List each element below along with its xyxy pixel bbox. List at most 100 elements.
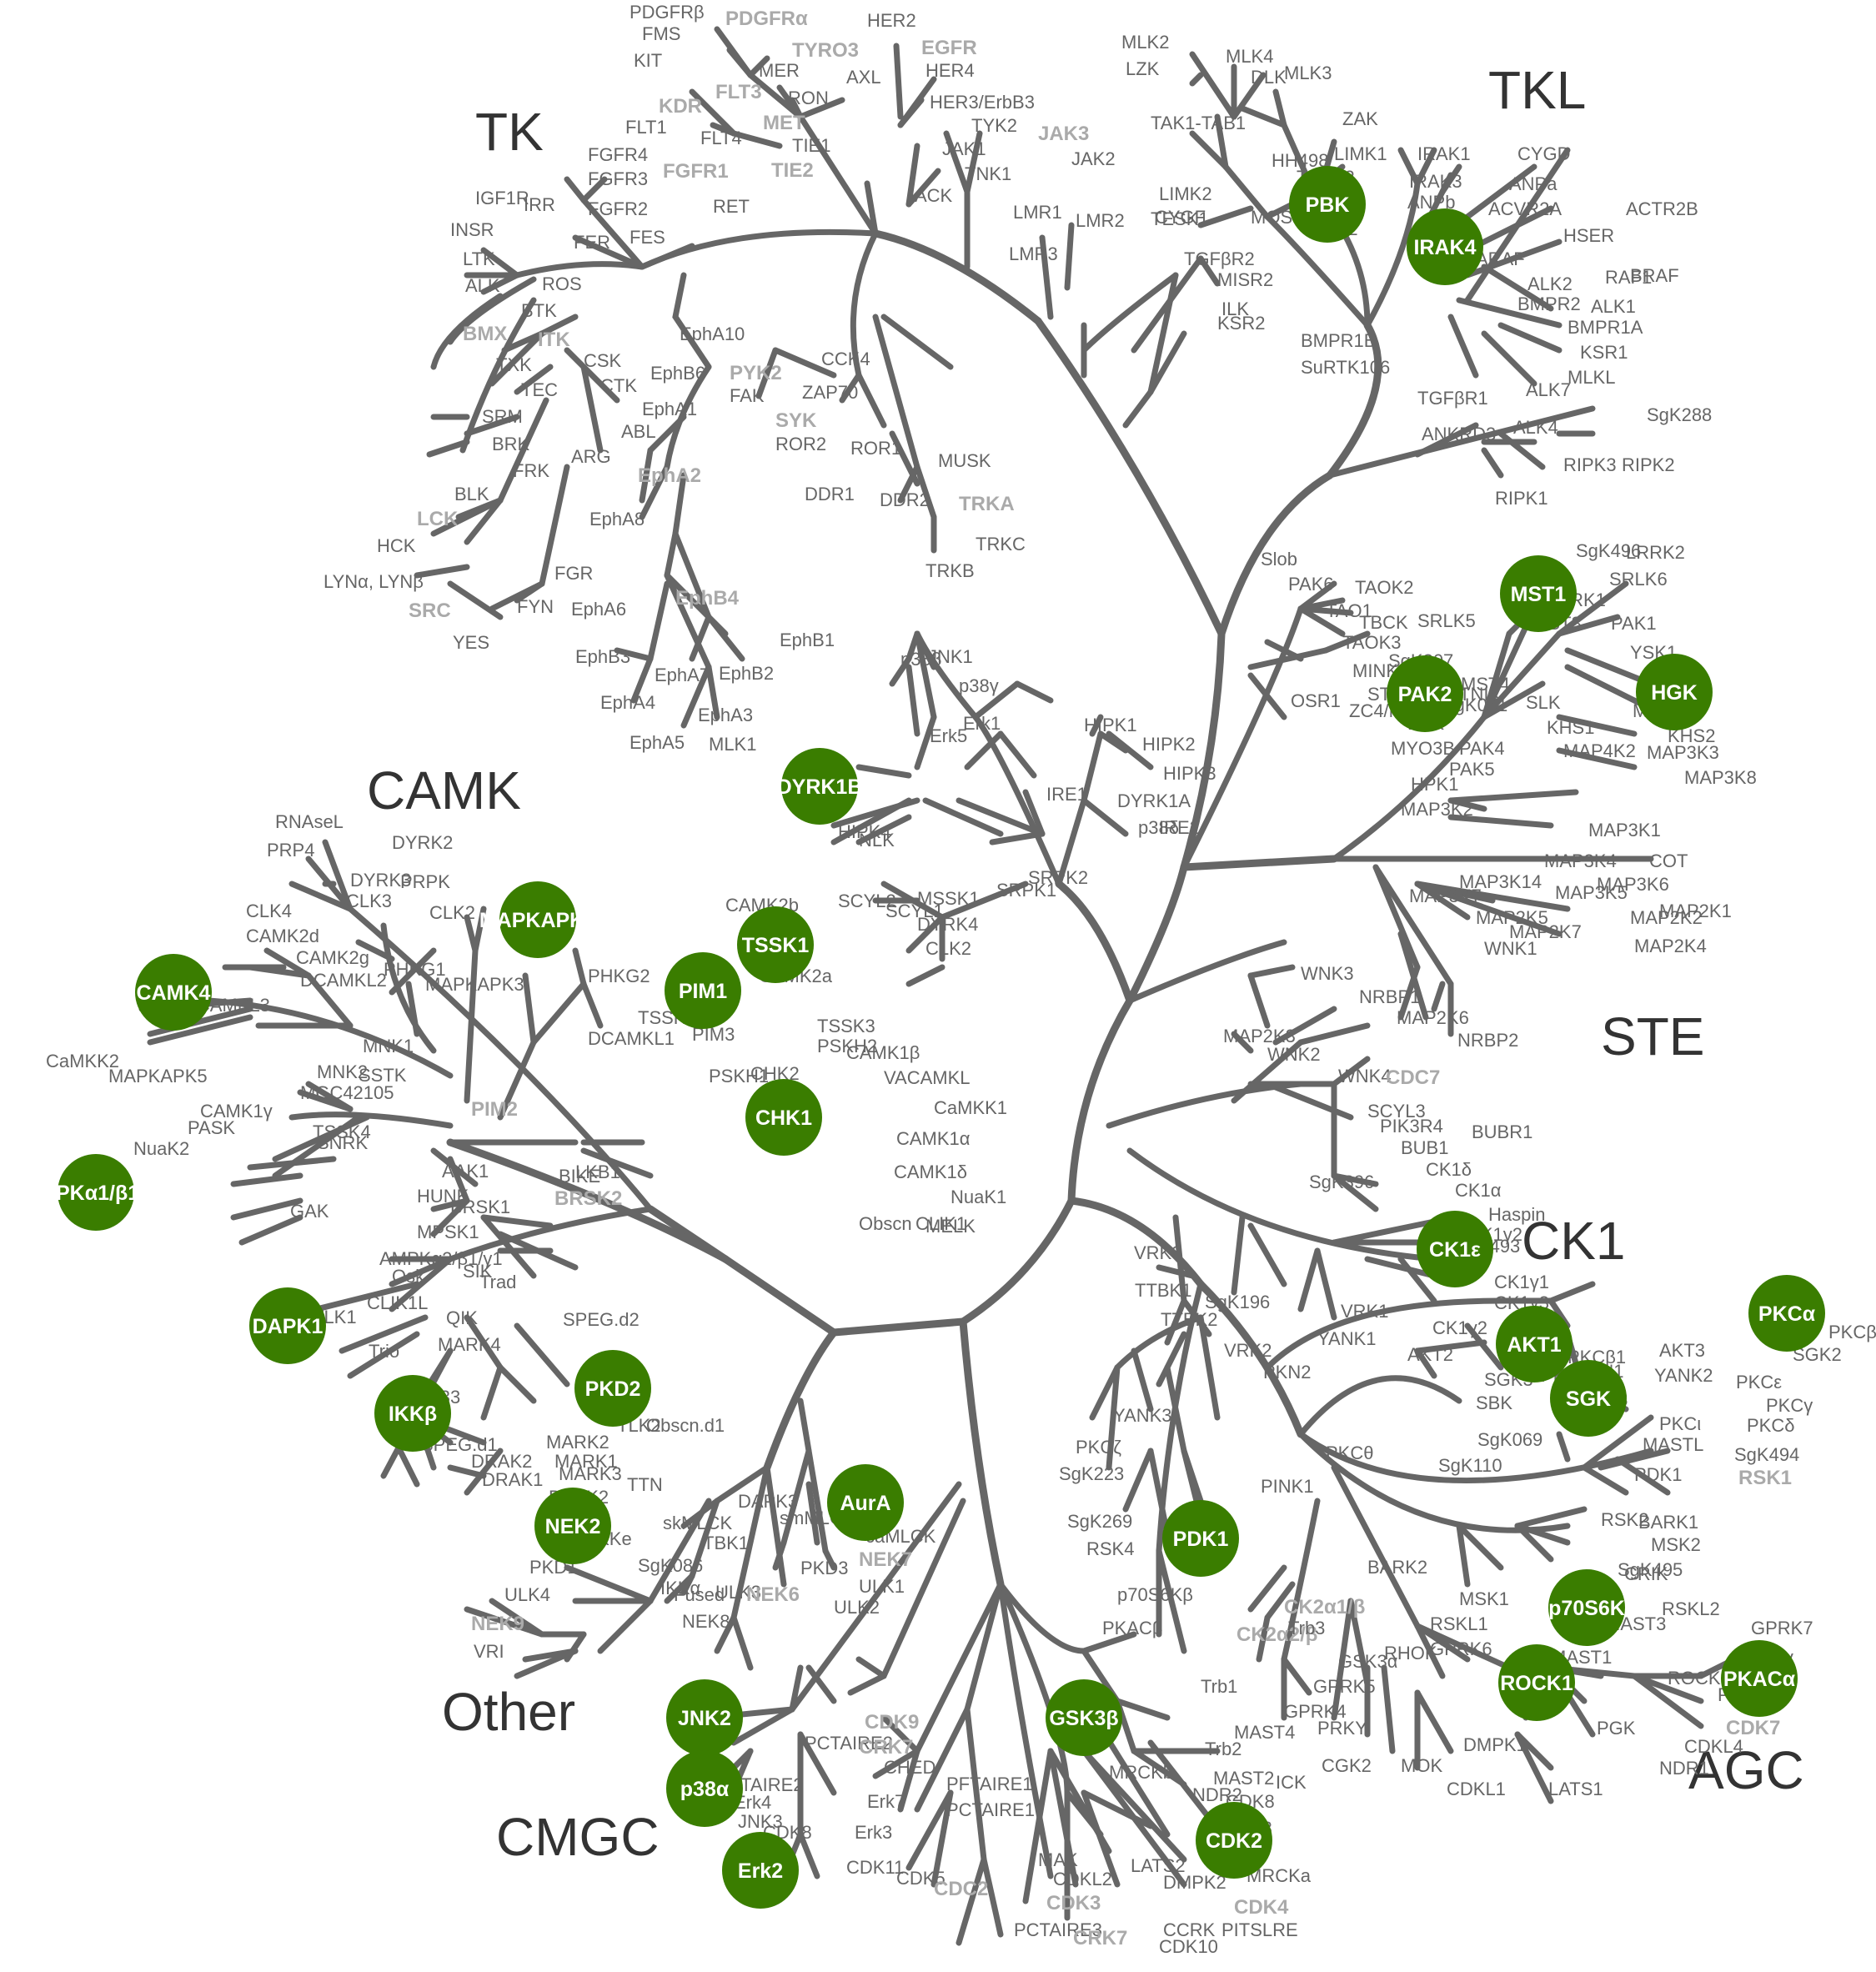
group-label-ste: STE	[1601, 1006, 1704, 1066]
kinase-label: PHKG1	[384, 959, 446, 980]
kinase-label: NEK1	[0, 0, 53, 5]
kinase-label: RSKL2	[1662, 1598, 1720, 1619]
kinase-label: EphB4	[675, 587, 740, 610]
kinase-label: CTK	[600, 375, 637, 396]
kinase-label: MAP3K4	[1544, 851, 1617, 871]
kinase-label: DDR2	[880, 489, 930, 510]
kinase-label: MELK	[925, 1216, 976, 1237]
kinase-label: PEK	[0, 0, 37, 4]
kinase-label: CaMKK1	[934, 1097, 1007, 1118]
kinase-label: WNK2	[1267, 1044, 1321, 1065]
group-label-agc: AGC	[1688, 1740, 1804, 1800]
kinase-label: Trb3	[1288, 1618, 1325, 1638]
highlight-circle	[534, 1488, 611, 1564]
clade-tk	[414, 26, 1226, 729]
kinase-label: MLK2	[1121, 32, 1169, 53]
group-label-other: Other	[442, 1682, 575, 1742]
kinase-label: MGC42105	[300, 1082, 394, 1103]
kinase-label: DAPK3	[738, 1491, 798, 1512]
kinase-label: NDR2	[1192, 1784, 1242, 1805]
kinase-label: ALK2	[1527, 273, 1573, 294]
kinase-label: Trb2	[1205, 1739, 1241, 1759]
kinase-label: PKCβ2	[1828, 1322, 1876, 1342]
kinase-label: KIT	[634, 50, 662, 71]
kinase-label: TNK1	[965, 163, 1011, 184]
kinase-label: BLK	[454, 484, 489, 504]
kinase-label: RIPK2	[1622, 454, 1675, 475]
highlight-label: PKACα	[1723, 1668, 1796, 1691]
highlight-circle	[249, 1287, 326, 1364]
kinase-label: CCK4	[821, 349, 870, 369]
kinase-label: AMPKα2/β1/γ1	[379, 1248, 503, 1269]
kinase-label: HIPK4	[838, 821, 891, 842]
kinase-label: Obscn	[859, 1213, 912, 1234]
highlight-circle	[827, 1464, 904, 1541]
kinase-label: BMPR1A	[1568, 317, 1643, 338]
kinase-label: PKACβ	[1102, 1618, 1163, 1638]
kinase-label: TIE1	[792, 135, 830, 156]
highlight-circle	[781, 748, 858, 825]
highlighted-kinase: PIM1	[665, 952, 741, 1029]
kinase-label: PCTAIRE3	[1014, 1919, 1102, 1940]
highlighted-kinase: MAPKAPK2	[479, 881, 596, 958]
highlight-circle	[745, 1079, 822, 1156]
kinase-label: SIK	[463, 1261, 493, 1282]
highlight-label: Erk2	[738, 1859, 783, 1883]
kinase-label: BTK	[521, 300, 557, 321]
kinase-label: EphB2	[719, 663, 774, 684]
group-label-camk: CAMK	[367, 760, 521, 820]
kinase-label: VRK1	[1341, 1301, 1388, 1322]
kinase-label: MAP3K6	[1597, 874, 1669, 895]
kinase-label: Obscn.d1	[646, 1415, 725, 1436]
kinase-label: BMX	[463, 323, 507, 345]
kinase-label: NEK8	[682, 1611, 730, 1632]
kinase-label: Slob	[1261, 549, 1297, 570]
kinase-label: IKKα	[660, 1578, 700, 1598]
kinase-label: DDR1	[805, 484, 855, 504]
kinase-label: TXK	[496, 354, 532, 375]
kinase-label: CGK2	[1322, 1755, 1372, 1776]
kinase-label: YES	[453, 632, 489, 653]
group-label-ck1: CK1	[1522, 1211, 1626, 1271]
kinase-label: SgK496	[1576, 540, 1641, 561]
kinase-label: CDK9	[865, 1711, 919, 1734]
kinase-label: PIM2	[471, 1098, 518, 1121]
kinase-label: HIPK2	[1142, 734, 1196, 755]
kinase-label: NEK9	[471, 1613, 524, 1635]
highlight-label: IRAK4	[1413, 236, 1476, 259]
kinase-label: PITSLRE	[1221, 1919, 1298, 1940]
kinase-label: TSSK4	[313, 1121, 371, 1142]
kinase-label: PCTAIRE1	[946, 1799, 1035, 1820]
kinase-label: FGFR2	[588, 198, 648, 219]
kinase-label: MLK3	[1284, 63, 1332, 83]
kinase-label: RSK4	[1086, 1538, 1134, 1559]
kinase-label: MLK4	[1226, 46, 1273, 67]
kinase-label: CDK11	[846, 1857, 904, 1878]
highlight-label: NEK2	[545, 1515, 601, 1538]
highlight-label: PIM1	[679, 980, 727, 1003]
kinase-label: JNK1	[928, 646, 973, 667]
kinase-label: PKR	[0, 0, 38, 4]
kinase-label: JAK3	[1038, 123, 1089, 145]
kinase-label: MET	[763, 112, 805, 134]
kinase-label: NuaK1	[951, 1187, 1006, 1207]
kinase-label: VRK3	[1134, 1242, 1181, 1263]
highlight-circle	[1500, 555, 1577, 632]
kinase-label: FGR	[554, 563, 593, 584]
kinase-label: MAP2K2	[1630, 907, 1703, 928]
kinase-label: WNK3	[1301, 963, 1354, 984]
kinase-label: PINK1	[1261, 1476, 1314, 1497]
kinase-label: PIK3R4	[1380, 1116, 1443, 1137]
highlight-circle	[722, 1832, 799, 1909]
highlight-label: IKKβ	[389, 1402, 437, 1426]
kinase-label: FGFR3	[588, 168, 648, 189]
kinase-label: FAK	[730, 385, 765, 406]
kinase-label: RET	[713, 196, 750, 217]
kinase-label: SgK223	[1059, 1463, 1124, 1484]
kinase-label: CYGD	[1517, 143, 1571, 164]
kinase-label: MARK1	[554, 1451, 618, 1472]
kinase-label: JAK1	[942, 138, 986, 159]
kinase-label: GCN2	[0, 0, 51, 4]
kinase-label: SYK	[775, 409, 817, 432]
